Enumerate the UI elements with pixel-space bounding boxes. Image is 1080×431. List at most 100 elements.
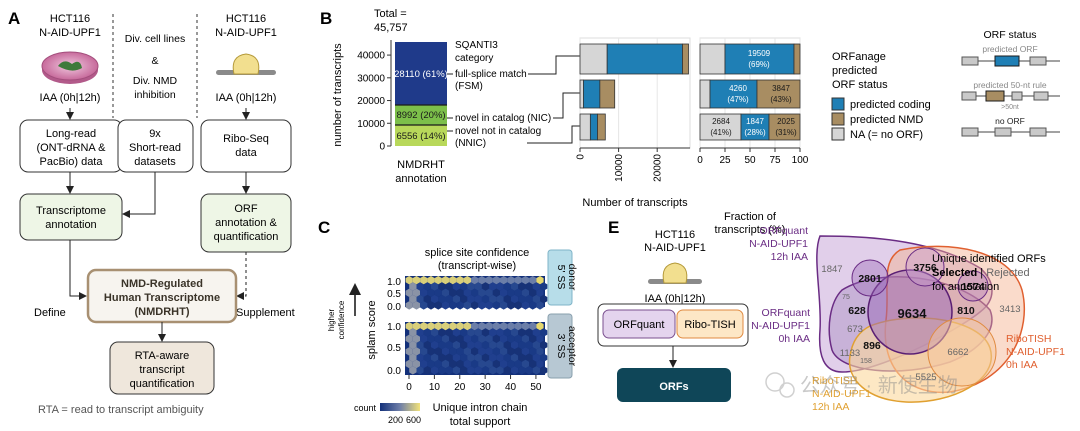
hexbin-cell xyxy=(456,288,464,297)
hexbin-cell xyxy=(463,276,471,285)
hexbin-cell xyxy=(456,301,464,310)
arrow-label-2: confidence xyxy=(337,300,346,339)
hexbin-cell xyxy=(434,301,442,310)
panel-a-letter: A xyxy=(8,9,20,28)
hexbin-cell xyxy=(471,359,479,369)
hexbin-cell xyxy=(471,347,479,356)
hexbin-cell xyxy=(463,288,471,297)
hexbin-cell xyxy=(492,322,500,331)
frac-bar-nnic xyxy=(740,113,770,141)
flow-arrow xyxy=(122,172,156,218)
col2-line: Div. cell lines xyxy=(125,33,186,45)
panel-e: E HCT116 N-AID-UPF1 IAA (0h|12h) ORFquan… xyxy=(597,218,1065,413)
hexbin-cell xyxy=(427,322,435,331)
hexbin-cell xyxy=(467,328,475,337)
venn-value: 896 xyxy=(863,340,881,352)
fsm-count: 28110 (61%) xyxy=(394,69,448,80)
hexbin-cell xyxy=(434,322,442,331)
frac-nnic-nmd-pct: (31%) xyxy=(775,128,797,137)
frac-nnic-nmd: 2025 xyxy=(777,117,795,126)
hexbin-cell xyxy=(525,328,533,337)
frac-bar-fsm xyxy=(793,43,801,75)
hexbin-cell xyxy=(412,359,421,369)
hexbin-cell xyxy=(452,294,461,304)
define-label: Define xyxy=(34,307,66,319)
legend-swatch-na xyxy=(831,127,845,141)
set3-line: N-AID-UPF1 xyxy=(1006,346,1065,358)
hexbin-cell xyxy=(540,366,548,375)
count-bar-nic xyxy=(599,79,616,109)
venn-diagram xyxy=(816,235,1026,403)
hexbin-cell xyxy=(460,282,468,291)
hexbin-cell xyxy=(460,328,468,337)
set1-line: ORFquant xyxy=(760,225,809,237)
hexbin-cell xyxy=(434,347,442,356)
hexbin-cell xyxy=(510,294,519,304)
venn-value: 810 xyxy=(957,305,975,317)
orf-status-schematic: ORF status predicted ORF predicted 50-nt… xyxy=(961,29,1060,137)
orfquant-box: ORFquant xyxy=(602,309,676,339)
hexbin-cell xyxy=(460,366,468,375)
legend-coding: predicted coding xyxy=(850,99,931,111)
set-label-ribotish-0h: RiboTISH N-AID-UPF1 0h IAA xyxy=(1006,333,1065,371)
hexbin-cell xyxy=(409,328,417,337)
hexbin-cell xyxy=(471,334,479,343)
hexbin-cell xyxy=(485,322,493,331)
b-ytick-label: 10000 xyxy=(357,119,385,130)
hexbin-cell xyxy=(500,276,508,285)
hexbin-cell xyxy=(420,359,428,369)
hexbin-cell xyxy=(434,359,442,369)
frac-bar-nnic xyxy=(768,113,801,141)
hexbin-cell xyxy=(445,282,453,291)
panel-a: A HCT116 N-AID-UPF1 IAA (0h|12h) Div. ce… xyxy=(8,9,295,416)
frac-fsm-coding: 19509 xyxy=(748,49,771,58)
orf-status-none: no ORF xyxy=(995,116,1025,126)
hexbin-cell xyxy=(510,366,519,375)
riboseq-line: data xyxy=(235,147,257,159)
hexbin-cell xyxy=(507,322,515,331)
cell-line-label-3: HCT116 N-AID-UPF1 xyxy=(215,13,277,39)
hexbin-cell xyxy=(427,276,435,285)
hexbin-cell xyxy=(518,366,526,375)
hexbin-cell xyxy=(536,334,544,343)
orf-line: annotation & xyxy=(215,217,277,229)
frac-tick-label: 25 xyxy=(719,155,731,166)
rta-line: transcript xyxy=(139,364,184,376)
hexbin-cell xyxy=(492,276,500,285)
frac-xlabel-2: transcripts (%) xyxy=(715,224,786,236)
hexbin-cell xyxy=(441,334,450,343)
cbar-tick: 600 xyxy=(406,415,421,425)
hexbin-cell xyxy=(438,353,446,362)
hexbin-cell xyxy=(474,328,482,337)
hexbin-cell xyxy=(474,340,482,350)
c-xtick-label: 0 xyxy=(406,382,412,393)
watermark: 公众号 · 新使生物 xyxy=(765,372,958,398)
e-iaa: IAA (0h|12h) xyxy=(645,293,706,305)
sep-label: | xyxy=(977,267,986,279)
hexbin-cell xyxy=(445,294,453,304)
hexbin-cell xyxy=(438,366,446,375)
hexbin-cell xyxy=(445,340,453,350)
panel-e-letter: E xyxy=(608,218,619,237)
total-value: 45,757 xyxy=(374,22,408,34)
hexbin-cell xyxy=(423,353,431,362)
orfs-label: ORFs xyxy=(659,381,688,393)
hexbin-cell xyxy=(514,301,522,310)
hexbin-cell xyxy=(510,353,519,362)
nmdrht-box: NMD-Regulated Human Transcriptome (NMDRH… xyxy=(86,268,238,324)
hexbin-cell xyxy=(405,347,413,356)
hexbin-cell xyxy=(441,359,450,369)
hexbin-cell xyxy=(521,288,530,297)
cell-line-name: HCT116 xyxy=(50,13,90,25)
wechat-icon xyxy=(765,372,785,392)
petri-dish-icon xyxy=(41,51,99,84)
panel-b: B Total = 45,757 number of transcripts 0… xyxy=(320,8,1060,236)
hexbin-cell xyxy=(485,288,493,297)
hexbin-cell xyxy=(518,328,526,337)
set2-line: N-AID-UPF1 xyxy=(751,320,810,332)
hexbin-cell xyxy=(438,328,446,337)
c-xtick-label: 40 xyxy=(505,382,517,393)
venn-value: 1574 xyxy=(961,281,985,293)
hexbin-cell xyxy=(460,340,468,350)
